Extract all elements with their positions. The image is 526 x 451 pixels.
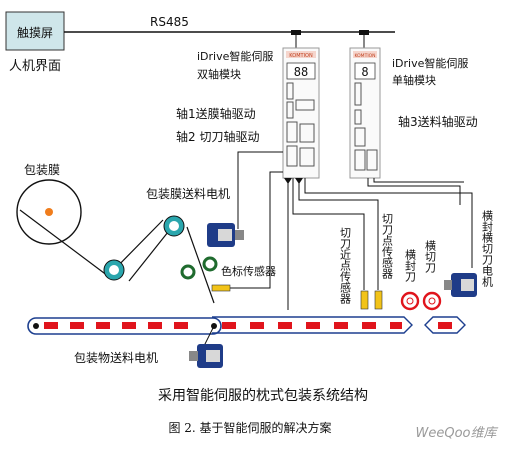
- watermark: WeeQoo维库: [416, 426, 499, 441]
- cut-knife-inner: [428, 297, 436, 305]
- film-feed-motor[interactable]: [207, 223, 244, 247]
- product-item: [44, 322, 58, 329]
- conveyor-pulley-left: [33, 323, 39, 329]
- film-motor-label: 包装膜送料电机: [146, 186, 230, 201]
- product-item: [438, 322, 452, 329]
- single-module-title-1: iDrive智能伺服: [392, 56, 468, 70]
- axis2-label: 轴2 切刀轴驱动: [176, 129, 259, 144]
- product-item: [306, 322, 320, 329]
- conveyor-belt: [27, 317, 222, 335]
- axis3-label: 轴3送料轴驱动: [398, 114, 478, 129]
- seal-cut-motor-label: 横封横切刀电机: [481, 209, 494, 287]
- film-roll-core: [45, 208, 53, 216]
- conveyor-motor-label: 包装物送料电机: [74, 350, 158, 365]
- color-sensor-label: 色标传感器: [221, 264, 276, 278]
- conveyor-motor-link: [203, 325, 215, 347]
- dual-module-title-1: iDrive智能伺服: [197, 49, 273, 63]
- hmi-caption: 人机界面: [9, 59, 61, 74]
- rs485-label: RS485: [150, 15, 189, 29]
- idler-roller-1: [180, 264, 196, 280]
- product-item: [362, 322, 376, 329]
- cutter-point-sensor-label: 切刀点传感器: [381, 213, 394, 280]
- touch-screen-box[interactable]: [5, 11, 65, 51]
- dual-module-title-2: 双轴模块: [197, 67, 241, 81]
- film-label: 包装膜: [24, 163, 60, 177]
- dual-module-brand: KOMTION: [289, 53, 313, 59]
- figure-caption: 图 2. 基于智能伺服的解决方案: [168, 420, 331, 435]
- cable-arrow-dual-2: [295, 178, 303, 184]
- idler-roller-2: [202, 256, 218, 272]
- axis1-label: 轴1送膜轴驱动: [176, 106, 256, 121]
- film-roller-1-inner: [109, 265, 119, 275]
- touch-screen-label: 触摸屏: [17, 26, 53, 40]
- seal-knife-inner: [406, 297, 414, 305]
- single-axis-servo-module[interactable]: KOMTION 8: [349, 47, 381, 179]
- single-module-brand: KOMTION: [354, 53, 375, 59]
- product-item: [390, 322, 402, 329]
- system-caption: 采用智能伺服的枕式包装系统结构: [158, 388, 368, 404]
- product-item: [96, 322, 110, 329]
- control-cables: [228, 151, 473, 310]
- product-item: [278, 322, 292, 329]
- cutter-near-sensor-label: 切刀近点传感器: [339, 227, 352, 305]
- seal-knife[interactable]: [400, 291, 420, 311]
- color-mark-sensor[interactable]: [211, 284, 231, 292]
- dual-module-display: 88: [294, 65, 308, 79]
- product-item: [250, 322, 264, 329]
- product-item: [70, 322, 84, 329]
- conveyor-feed-motor[interactable]: [189, 344, 223, 368]
- seal-cut-motor[interactable]: [444, 273, 477, 297]
- cut-knife-label: 横切刀: [424, 239, 437, 274]
- film-roller-2-inner: [169, 221, 179, 231]
- product-item: [222, 322, 236, 329]
- single-module-display: 8: [361, 65, 368, 79]
- film-tube: [212, 316, 466, 334]
- film-path: [19, 209, 215, 304]
- dual-axis-servo-module[interactable]: KOMTION 88: [282, 47, 320, 179]
- cable-arrow-dual: [284, 178, 292, 184]
- product-item: [122, 322, 136, 329]
- cutter-near-sensor[interactable]: [360, 290, 369, 310]
- cutter-point-sensor[interactable]: [374, 290, 383, 310]
- cut-knife[interactable]: [422, 291, 442, 311]
- seal-knife-label: 横封刀: [404, 248, 417, 283]
- single-module-title-2: 单轴模块: [392, 73, 436, 87]
- product-item: [334, 322, 348, 329]
- products: [44, 322, 452, 329]
- product-item: [148, 322, 162, 329]
- product-item: [174, 322, 188, 329]
